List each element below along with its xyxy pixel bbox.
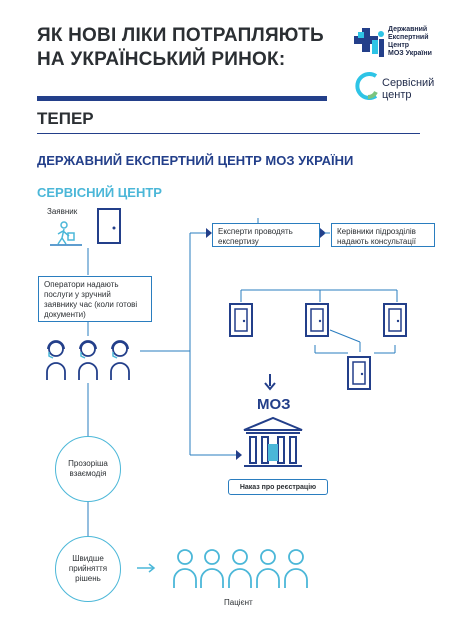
section-now: ТЕПЕР	[37, 109, 94, 128]
transparent-interaction-circle: Прозоріша взаємодія	[55, 436, 121, 502]
applicant-label: Заявник	[47, 207, 78, 216]
faster-decisions-circle: Швидше прийняття рішень	[55, 536, 121, 602]
applicant-walking-icon	[50, 221, 82, 246]
page-title: ЯК НОВІ ЛІКИ ПОТРАПЛЯЮТЬ НА УКРАЇНСЬКИЙ …	[37, 24, 324, 72]
service-center-logo: Сервісний центр	[354, 70, 434, 107]
heads-box: Керівники підрозділів надають консультац…	[331, 223, 435, 247]
registration-order-badge: Наказ про реєстрацію	[228, 479, 328, 495]
down-arrow-icon	[264, 374, 276, 391]
center-title: ДЕРЖАВНИЙ ЕКСПЕРТНИЙ ЦЕНТР МОЗ УКРАЇНИ	[37, 153, 354, 168]
door-icon	[347, 356, 371, 390]
dec-logo-line: Експертний	[388, 34, 429, 41]
title-line-2: НА УКРАЇНСЬКИЙ РИНОК:	[37, 49, 286, 70]
patient-label: Пацієнт	[224, 598, 253, 607]
arrow-icons	[206, 228, 326, 460]
title-line-1: ЯК НОВІ ЛІКИ ПОТРАПЛЯЮТЬ	[37, 25, 324, 46]
medical-cross-icon	[354, 28, 384, 57]
door-icon	[229, 303, 253, 337]
operators-icon	[46, 340, 130, 380]
dec-logo-text: Державний Експертний Центр МОЗ України	[388, 26, 432, 58]
experts-box: Експерти проводять експертизу	[212, 223, 320, 247]
service-logo-line: центр	[382, 89, 412, 101]
divider	[37, 133, 420, 134]
dec-logo: Державний Експертний Центр МОЗ України	[354, 26, 454, 66]
service-logo-text: Сервісний центр	[382, 77, 434, 101]
service-title: СЕРВІСНИЙ ЦЕНТР	[37, 185, 162, 200]
operators-box: Оператори надають послуги у зручний заяв…	[38, 276, 152, 322]
header-bar	[37, 96, 327, 101]
right-arrow-icon	[137, 563, 156, 573]
door-icon	[383, 303, 407, 337]
patients-icon	[173, 549, 308, 588]
door-icon	[97, 208, 121, 244]
dec-logo-line: Державний	[388, 26, 428, 33]
dec-logo-line: Центр	[388, 42, 410, 49]
moz-label: МОЗ	[257, 396, 291, 413]
service-logo-line: Сервісний	[382, 77, 435, 89]
door-icon	[305, 303, 329, 337]
service-c-icon	[355, 72, 378, 100]
dec-logo-line: МОЗ України	[388, 50, 432, 57]
